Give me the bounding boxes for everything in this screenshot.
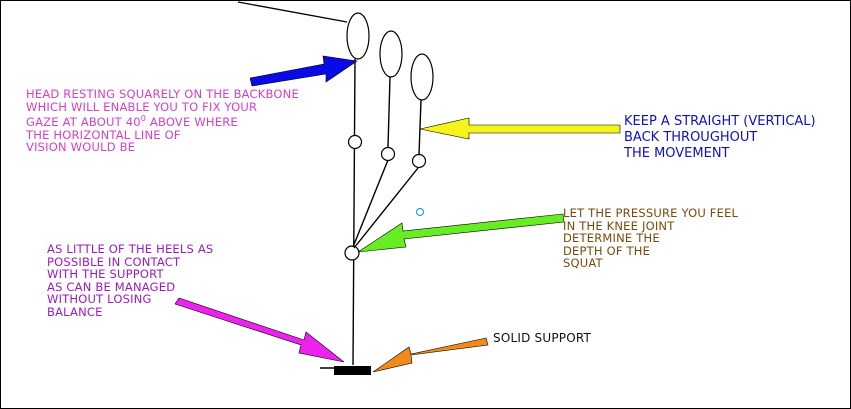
spine-middle [387, 76, 391, 148]
head-label: HEAD RESTING SQUARELY ON THE BACKBONE WH… [26, 88, 299, 154]
marker-dot [415, 207, 425, 217]
arrow-heels [174, 297, 345, 363]
back-label-line: THE MOVEMENT [624, 146, 730, 161]
head-label-text: ABOVE WHERE [146, 115, 238, 129]
hip-joint-forward [411, 153, 427, 169]
arrow-support [372, 337, 489, 373]
heels-label-line: WITH THE SUPPORT [47, 267, 164, 281]
heels-label-line: AS CAN BE MANAGED [47, 279, 176, 294]
head-label-text: GAZE AT ABOUT 40 [26, 115, 141, 129]
thigh-middle [352, 159, 389, 248]
arrow-knee [357, 213, 565, 253]
knee-joint [344, 245, 360, 261]
back-label-line: BACK THROUGHOUT [624, 130, 758, 145]
hip-joint-vertical [347, 134, 363, 150]
figure-vertical [344, 12, 370, 366]
pressure-label-line: DETERMINE THE [563, 231, 660, 245]
head-label-line: HEAD RESTING SQUARELY ON THE BACKBONE [26, 87, 299, 101]
foot-block [334, 366, 371, 375]
hip-joint-middle [380, 146, 396, 162]
support-label: SOLID SUPPORT [493, 332, 591, 345]
spine-vertical [352, 58, 356, 366]
head-label-line: THE HORIZONTAL LINE OF [26, 127, 181, 142]
back-label: KEEP A STRAIGHT (VERTICAL) BACK THROUGHO… [624, 114, 816, 162]
head-label-line: WHICH WILL ENABLE YOU TO FIX YOUR [26, 99, 258, 114]
pressure-label-line: IN THE KNEE JOINT [563, 218, 675, 233]
pressure-label-line: DEPTH OF THE [563, 243, 651, 258]
heels-label-line: AS LITTLE OF THE HEELS AS [47, 242, 214, 256]
head-vertical [346, 12, 370, 60]
head-forward [410, 53, 434, 101]
heels-label-line: WITHOUT LOSING [47, 292, 152, 306]
spine-forward [418, 99, 422, 156]
heels-label-line: POSSIBLE IN CONTACT [47, 254, 181, 269]
arrow-back [419, 117, 621, 140]
heels-label-line: BALANCE [47, 304, 103, 319]
support-label-line: SOLID SUPPORT [493, 331, 592, 345]
arrow-head [249, 55, 358, 87]
back-label-line: KEEP A STRAIGHT (VERTICAL) [624, 114, 816, 129]
pressure-label: LET THE PRESSURE YOU FEEL IN THE KNEE JO… [563, 207, 738, 270]
heels-label: AS LITTLE OF THE HEELS AS POSSIBLE IN CO… [47, 243, 213, 318]
head-middle [379, 30, 403, 78]
pressure-label-line: LET THE PRESSURE YOU FEEL [563, 206, 739, 220]
figure-middle [352, 30, 403, 248]
gaze-line [237, 1, 348, 23]
head-label-line: GAZE AT ABOUT 400 ABOVE WHERE [26, 113, 299, 129]
degree-superscript: 0 [140, 114, 147, 123]
head-label-line: VISION WOULD BE [26, 140, 136, 154]
thigh-forward [353, 167, 419, 249]
figure-forward [353, 53, 434, 249]
pressure-label-line: SQUAT [563, 256, 603, 270]
